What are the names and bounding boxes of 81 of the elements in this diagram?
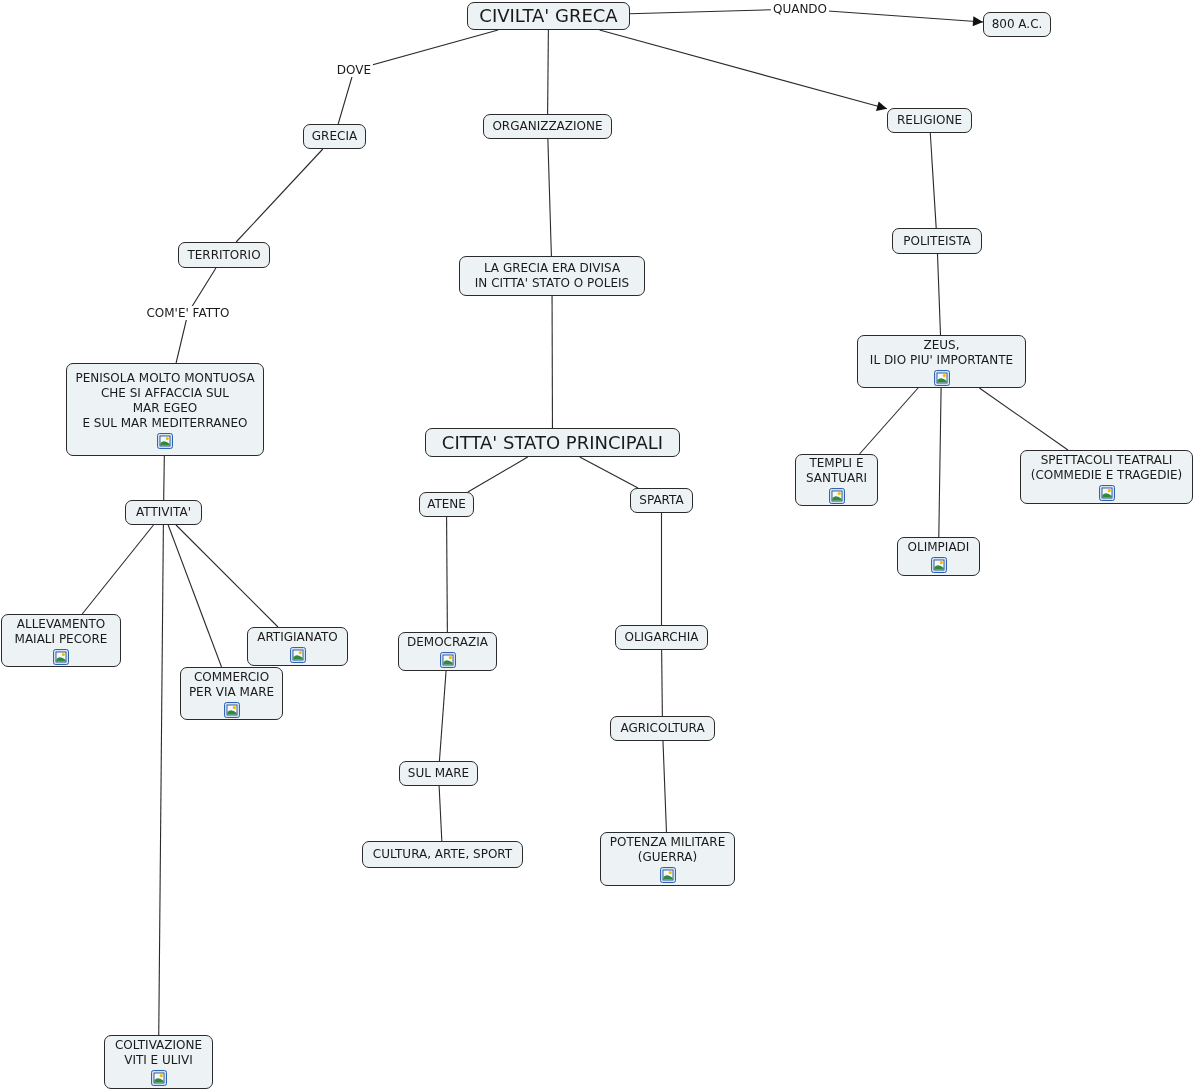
connector-line <box>579 456 639 489</box>
edge-label: QUANDO <box>770 2 830 16</box>
connector-line <box>163 455 165 501</box>
concept-text: GRECIA <box>311 129 358 144</box>
concept-text: ATENE <box>427 497 466 512</box>
concept-box <box>615 625 708 650</box>
concept-text: RELIGIONE <box>897 113 962 128</box>
concept-text: AGRICOLTURA <box>620 721 705 736</box>
connector-line <box>438 670 447 762</box>
concept-box <box>1020 450 1193 504</box>
concept-text: CITTA' STATO PRINCIPALI <box>441 431 664 454</box>
concept-box <box>178 242 270 268</box>
concept-box <box>180 667 283 720</box>
connector-line <box>551 295 553 429</box>
concept-box <box>399 761 478 786</box>
concept-text: DEMOCRAZIA <box>407 635 488 650</box>
concept-box <box>104 1035 213 1089</box>
connector-line <box>158 524 164 1036</box>
concept-text: ATTIVITA' <box>136 505 191 520</box>
concept-box <box>125 500 202 525</box>
connector-line <box>547 29 549 115</box>
concept-text: ARTIGIANATO <box>257 630 338 645</box>
concept-box <box>459 256 645 296</box>
concept-box <box>425 428 680 457</box>
connector-line <box>467 456 529 493</box>
concept-box <box>610 716 715 741</box>
connector-line <box>978 387 1069 451</box>
concept-text: ZEUS, IL DIO PIU' IMPORTANTE <box>869 337 1014 368</box>
concept-text: SPARTA <box>639 493 684 508</box>
concept-box <box>897 537 980 576</box>
concept-box <box>483 114 612 139</box>
connector-line <box>938 387 942 538</box>
concept-text: PENISOLA MOLTO MONTUOSA CHE SI AFFACCIA SUL MAR EGEO E SUL MAR MEDITERRANEO <box>75 370 255 431</box>
concept-text: COMMERCIO PER VIA MARE <box>188 669 275 700</box>
concept-box <box>857 335 1026 388</box>
concept-box <box>467 2 630 30</box>
connector-line <box>337 29 499 125</box>
concept-box <box>247 627 348 666</box>
concept-box <box>362 841 523 868</box>
concept-box <box>887 108 972 133</box>
concept-box <box>419 492 474 517</box>
concept-box <box>630 488 693 513</box>
concept-box <box>66 363 264 456</box>
connector-line <box>859 387 919 455</box>
arrow <box>599 29 888 111</box>
concept-text: POLITEISTA <box>903 233 971 249</box>
concept-text: TERRITORIO <box>187 247 261 263</box>
connector-line <box>662 740 667 833</box>
connector-line <box>547 138 552 257</box>
concept-box <box>303 124 366 149</box>
concept-text: 800 A.C. <box>991 17 1043 32</box>
concept-box <box>1 614 121 667</box>
connector-line <box>936 253 942 336</box>
connector-line <box>661 649 663 717</box>
connector-line <box>929 132 937 229</box>
concept-text: COLTIVAZIONE VITI E ULIVI <box>114 1038 203 1068</box>
connector-line <box>175 524 279 628</box>
concept-box <box>983 12 1051 37</box>
concept-text: OLIGARCHIA <box>624 630 699 645</box>
concept-text: ALLEVAMENTO MAIALI PECORE <box>14 616 108 647</box>
edge-label: DOVE <box>334 63 374 77</box>
concept-text: LA GRECIA ERA DIVISA IN CITTA' STATO O POLEIS <box>474 261 630 291</box>
connector-line <box>660 512 663 626</box>
concept-text: SUL MARE <box>407 766 470 781</box>
concept-text: POTENZA MILITARE (GUERRA) <box>609 835 726 865</box>
concept-text: CULTURA, ARTE, SPORT <box>372 847 513 862</box>
concept-text: OLIMPIADI <box>907 540 970 555</box>
concept-text: SPETTACOLI TEATRALI (COMMEDIE E TRAGEDIE) <box>1030 453 1183 483</box>
connector-line <box>446 516 448 633</box>
connector-line <box>167 524 223 668</box>
concept-text: TEMPLI E SANTUARI <box>805 456 868 486</box>
concept-box <box>600 832 735 886</box>
concept-text: CIVILTA' GRECA <box>479 5 618 27</box>
concept-box <box>398 632 497 671</box>
connector-line <box>438 785 443 842</box>
connector-line <box>81 524 155 615</box>
concept-box <box>892 228 982 254</box>
concept-box <box>795 454 878 506</box>
edge-label: COM'E' FATTO <box>144 306 232 320</box>
concept-text: ORGANIZZAZIONE <box>492 119 603 134</box>
connector-line <box>235 148 324 243</box>
